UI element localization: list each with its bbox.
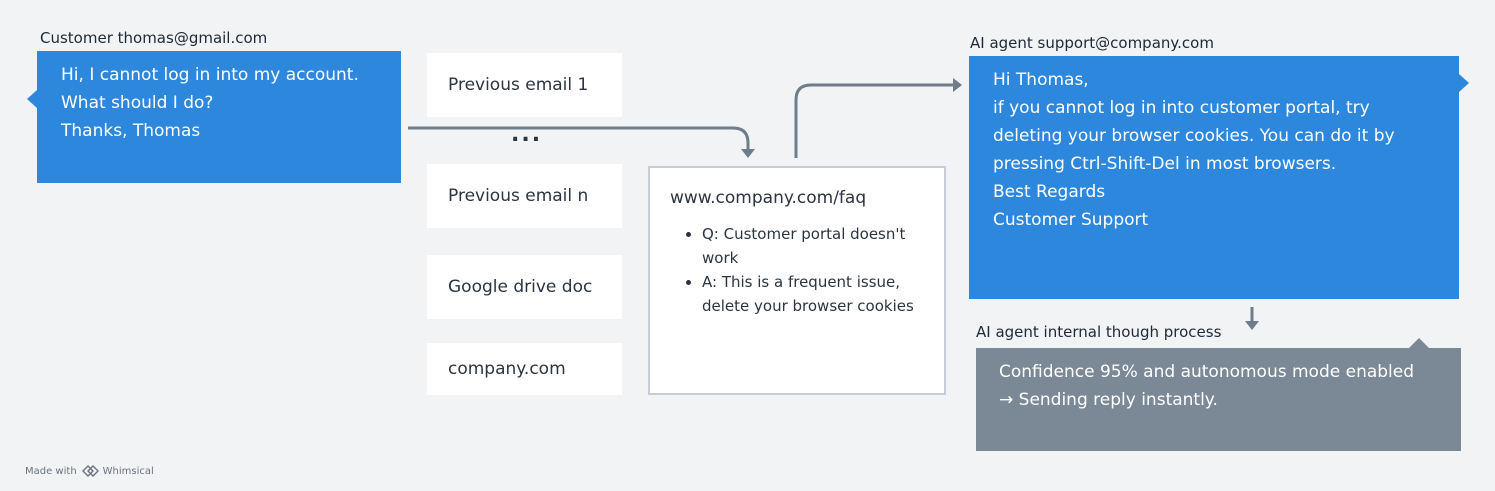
faq-bullet: Q: Customer portal doesn't work: [702, 222, 926, 270]
source-previous-email-n: Previous email n: [427, 164, 622, 228]
agent-reply-line: deleting your browser cookies. You can d…: [993, 126, 1395, 146]
customer-to-faq-arrowhead: [741, 149, 755, 158]
source-previous-email-1: Previous email 1: [427, 53, 622, 117]
faq-bullet-list: Q: Customer portal doesn't work A: This …: [670, 222, 926, 318]
thought-bubble: Confidence 95% and autonomous mode enabl…: [976, 348, 1461, 451]
customer-message-line: Hi, I cannot log in into my account.: [61, 65, 359, 85]
agent-reply-line: if you cannot log in into customer porta…: [993, 98, 1370, 118]
faq-title: www.company.com/faq: [670, 188, 867, 208]
agent-reply-line: Hi Thomas,: [993, 70, 1089, 90]
whimsical-brand-text: Whimsical: [102, 465, 154, 477]
thought-bubble-pointer: [1409, 338, 1429, 348]
faq-bullet: A: This is a frequent issue, delete your…: [702, 270, 926, 318]
agent-to-thought-arrowhead: [1245, 321, 1259, 330]
customer-message-bubble: Hi, I cannot log in into my account. Wha…: [37, 51, 401, 183]
source-google-drive-doc: Google drive doc: [427, 255, 622, 319]
agent-reply-bubble: Hi Thomas, if you cannot log in into cus…: [969, 56, 1459, 299]
agent-label: AI agent support@company.com: [970, 34, 1214, 52]
agent-reply-line: Best Regards: [993, 182, 1106, 202]
customer-message-line: Thanks, Thomas: [61, 121, 201, 141]
customer-message-line: What should I do?: [61, 93, 214, 113]
customer-bubble-pointer: [27, 90, 37, 108]
thought-line: Confidence 95% and autonomous mode enabl…: [999, 362, 1415, 382]
sources-ellipsis: ...: [511, 122, 543, 147]
faq-card: www.company.com/faq Q: Customer portal d…: [648, 166, 946, 395]
whimsical-logo-icon: [81, 465, 99, 477]
agent-bubble-pointer: [1459, 74, 1469, 92]
customer-label: Customer thomas@gmail.com: [40, 29, 268, 47]
thought-label: AI agent internal though process: [976, 323, 1222, 341]
made-with-footer[interactable]: Made with Whimsical: [25, 465, 154, 477]
faq-to-agent-arrowhead: [953, 78, 962, 92]
customer-to-faq-arrow: [408, 126, 750, 150]
made-with-text: Made with: [25, 465, 77, 477]
thought-line: → Sending reply instantly.: [999, 390, 1218, 410]
agent-reply-line: Customer Support: [993, 210, 1149, 230]
agent-reply-line: pressing Ctrl-Shift-Del in most browsers…: [993, 154, 1337, 174]
faq-to-agent-arrow: [794, 83, 955, 158]
source-company-site: company.com: [427, 343, 622, 395]
